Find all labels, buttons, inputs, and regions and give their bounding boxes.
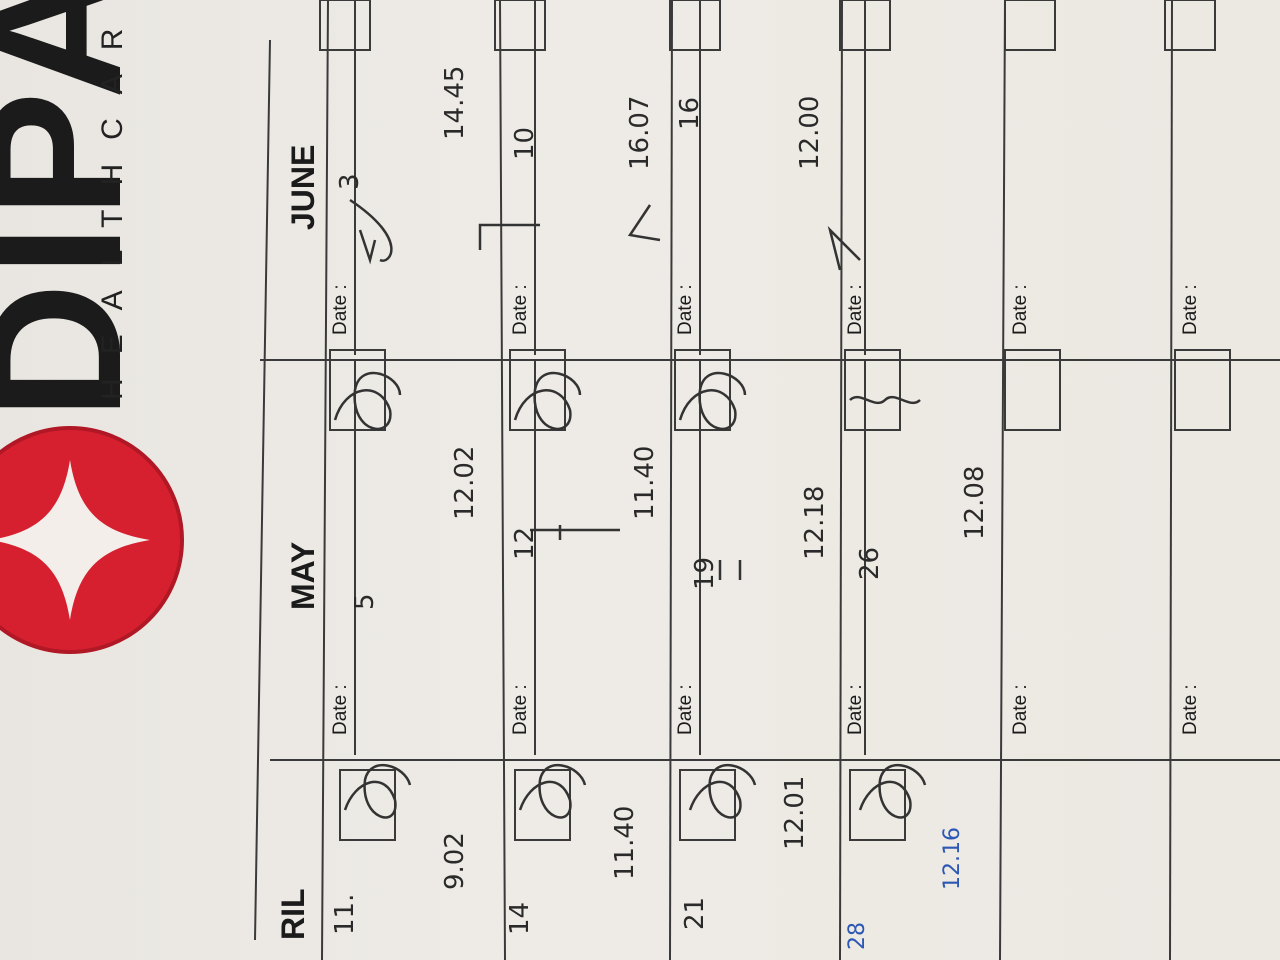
handwritten-date: 11.	[330, 893, 360, 935]
date-label: Date :	[510, 684, 531, 735]
handwritten-date: 21	[680, 896, 710, 930]
handwritten-date: 14	[505, 901, 535, 935]
date-label: Date :	[845, 684, 866, 735]
handwritten-time: 12.01	[780, 775, 810, 850]
handwritten-time: 11.40	[610, 805, 640, 880]
handwritten-date: 5	[350, 593, 380, 610]
handwritten-time: 12.02	[450, 445, 480, 520]
month-header-april: RIL	[275, 888, 311, 940]
handwritten-date: 16	[675, 96, 705, 130]
date-label: Date :	[675, 684, 696, 735]
date-label: Date :	[330, 284, 351, 335]
handwritten-date: 10	[510, 126, 540, 160]
handwritten-time: 12.08	[960, 465, 990, 540]
handwritten-time-blue: 12.16	[940, 827, 965, 890]
month-header-june: JUNE	[285, 144, 321, 230]
month-header-may: MAY	[285, 541, 321, 610]
date-label: Date :	[1010, 684, 1031, 735]
handwritten-time: 9.02	[440, 832, 470, 890]
date-label: Date :	[675, 284, 696, 335]
card-header: DIPA HEALTHCAR	[0, 0, 280, 960]
signature-marks	[333, 198, 927, 819]
handwritten-time: 11.40	[630, 445, 660, 520]
handwritten-time: 12.18	[800, 485, 830, 560]
handwritten-time: 14.45	[440, 65, 470, 140]
date-label: Date :	[1010, 284, 1031, 335]
handwritten-date: 12	[510, 526, 540, 560]
date-label: Date :	[1180, 684, 1201, 735]
brand-logo-icon	[0, 426, 184, 654]
handwritten-date: 3	[335, 173, 365, 190]
handwritten-date: 19	[690, 556, 720, 590]
date-label: Date :	[510, 284, 531, 335]
date-label: Date :	[1180, 284, 1201, 335]
handwritten-date: 26	[855, 546, 885, 580]
date-label: Date :	[845, 284, 866, 335]
handwritten-time: 12.00	[795, 95, 825, 170]
date-label: Date :	[330, 684, 351, 735]
handwritten-time: 16.07	[625, 95, 655, 170]
handwritten-date-blue: 28	[845, 922, 870, 950]
